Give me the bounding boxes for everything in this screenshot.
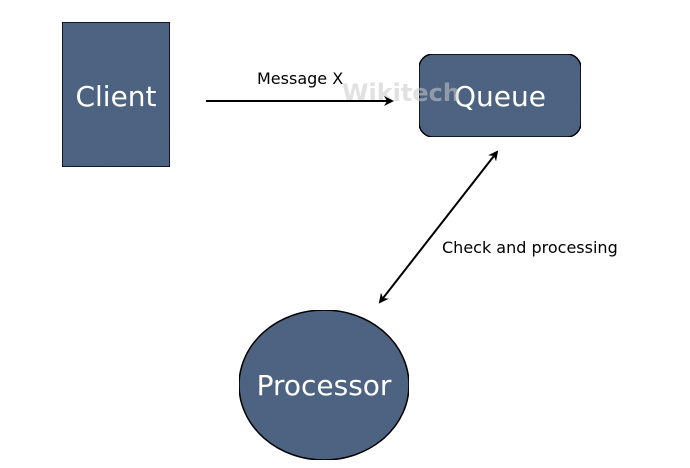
edge-queue-processor: Check and processing <box>378 150 618 304</box>
client-label: Client <box>75 80 156 113</box>
check-processing-arrow <box>378 150 499 304</box>
queue-box <box>418 53 582 138</box>
processor-label: Processor <box>257 369 392 402</box>
client-node: Client <box>61 21 171 168</box>
edge-client-to-queue: Message X <box>206 69 394 106</box>
processor-ellipse <box>238 309 410 461</box>
watermark-text: Wikitech <box>342 79 460 107</box>
processor-node: Processor <box>238 309 410 461</box>
client-box <box>61 21 171 168</box>
check-processing-label: Check and processing <box>442 238 618 257</box>
queue-label: Queue <box>454 80 546 113</box>
queue-node: Queue <box>418 53 582 138</box>
message-x-label: Message X <box>257 69 343 88</box>
